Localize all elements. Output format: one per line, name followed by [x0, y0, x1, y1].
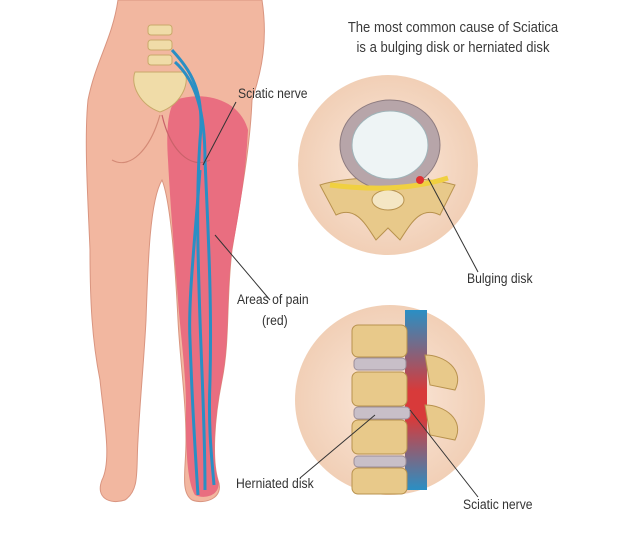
title-line-1: The most common cause of Sciatica: [347, 20, 559, 36]
label-areas-of-pain: Areas of pain: [237, 292, 309, 307]
sciatic-nerve: [170, 48, 216, 496]
label-sciatic-nerve-top: Sciatic nerve: [238, 86, 308, 101]
pain-area: [167, 96, 248, 497]
title-line-2: is a bulging disk or herniated disk: [356, 40, 550, 56]
legs-figure: [85, 0, 265, 503]
leader-lines: [202, 101, 479, 498]
herniated-disk-illustration: [295, 305, 485, 495]
label-areas-of-pain-note: (red): [262, 313, 288, 328]
label-bulging-disk: Bulging disk: [467, 271, 533, 286]
label-sciatic-nerve-bottom: Sciatic nerve: [463, 497, 533, 512]
label-herniated-disk: Herniated disk: [236, 476, 314, 491]
diagram-title: The most common cause of Sciatica is a b…: [314, 18, 593, 58]
spine-icon: [133, 24, 187, 113]
bulging-disk-illustration: [298, 75, 478, 255]
